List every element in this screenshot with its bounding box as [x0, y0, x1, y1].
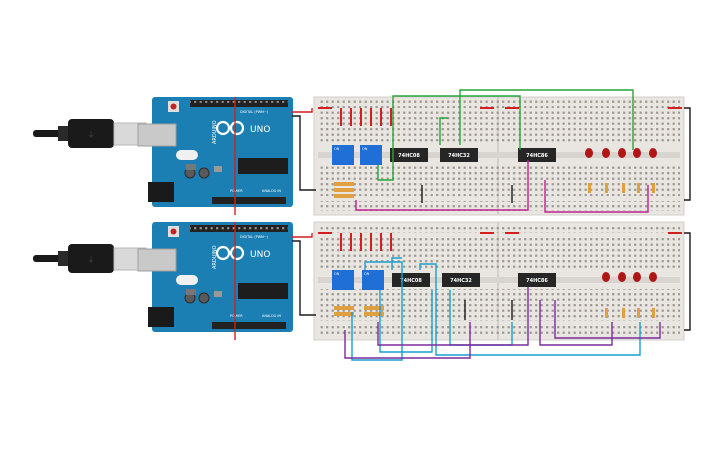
- wires-top: [234, 89, 691, 215]
- chip-label: 74HC32: [450, 278, 472, 284]
- arduino-uno-board[interactable]: UNO ARDUINO POWER ANALOG IN DIGITAL (PWM…: [137, 97, 293, 207]
- dip-on-label: ON: [334, 272, 340, 276]
- led[interactable]: [649, 148, 657, 158]
- led[interactable]: [633, 272, 641, 282]
- arduino-uno-board[interactable]: UNO ARDUINO POWER ANALOG IN DIGITAL (PWM…: [137, 222, 293, 332]
- usb-cable-icon: ⏚: [33, 119, 147, 148]
- board-model-label: UNO: [250, 250, 270, 260]
- svg-text:⏚: ⏚: [88, 131, 95, 139]
- dip-switch[interactable]: ON ON: [332, 145, 382, 165]
- wires-bottom: [234, 222, 691, 361]
- led[interactable]: [618, 272, 626, 282]
- chip-label: 74HC08: [398, 153, 420, 159]
- logic-chips[interactable]: 74HC08 74HC32 74HC86: [392, 273, 556, 287]
- input-resistors: [334, 306, 655, 318]
- led[interactable]: [585, 148, 593, 158]
- led[interactable]: [602, 148, 610, 158]
- logic-chips[interactable]: 74HC08 74HC32 74HC86: [390, 148, 556, 162]
- led[interactable]: [649, 272, 657, 282]
- power-header-label: POWER: [230, 189, 243, 193]
- arduino-infinity-logo-icon: [215, 245, 245, 261]
- dip-on-label: ON: [364, 272, 370, 276]
- rail-resistors: [318, 107, 682, 126]
- led[interactable]: [602, 272, 610, 282]
- digital-header-label: DIGITAL (PWM~): [240, 110, 269, 114]
- analog-header-label: ANALOG IN: [262, 189, 281, 193]
- circuit-top: ⏚ UNO ARDUINO POWER ANALOG IN DIGITAL (: [33, 89, 691, 216]
- led-row[interactable]: [602, 272, 657, 282]
- arduino-infinity-logo-icon: [215, 120, 245, 136]
- chip-label: 74HC32: [448, 153, 470, 159]
- input-resistors: [334, 182, 655, 198]
- dip-on-label: ON: [362, 147, 368, 151]
- led-row[interactable]: [585, 148, 657, 158]
- chip-label: 74HC08: [400, 278, 422, 284]
- dip-on-label: ON: [334, 147, 340, 151]
- digital-header-label: DIGITAL (PWM~): [240, 235, 269, 239]
- board-model-label: UNO: [250, 125, 270, 135]
- led[interactable]: [633, 148, 641, 158]
- led[interactable]: [618, 148, 626, 158]
- chip-label: 74HC86: [526, 153, 548, 159]
- board-brand-label: ARDUINO: [212, 245, 218, 269]
- dip-switch[interactable]: ON ON: [332, 270, 384, 290]
- analog-header-label: ANALOG IN: [262, 314, 281, 318]
- usb-cable-icon: ⏚: [33, 244, 147, 273]
- board-brand-label: ARDUINO: [212, 120, 218, 144]
- rail-resistors: [318, 232, 682, 251]
- svg-text:⏚: ⏚: [88, 256, 95, 264]
- circuit-bottom: ⏚ UNO ARDUINO POWER ANALOG IN DIGITAL (P…: [33, 221, 691, 361]
- power-header-label: POWER: [230, 314, 243, 318]
- chip-label: 74HC86: [526, 278, 548, 284]
